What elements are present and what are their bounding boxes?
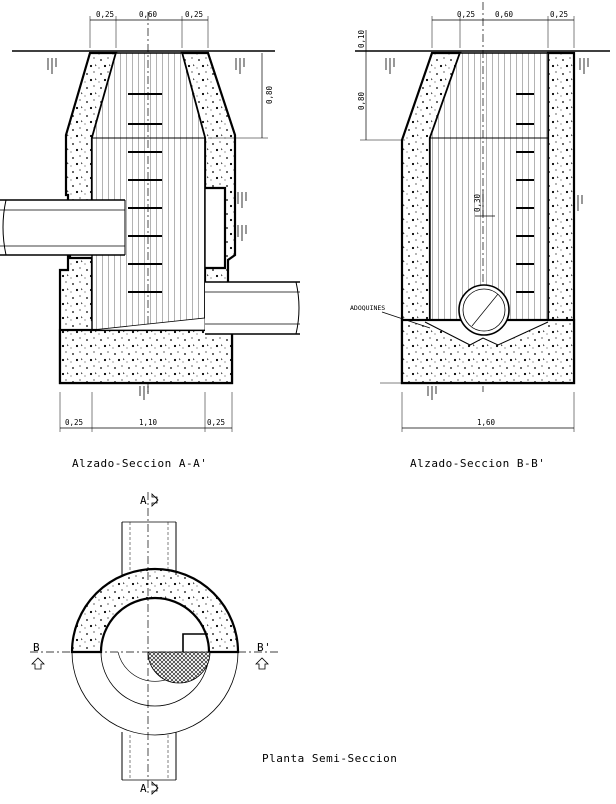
dim-b-top-left: 0,25 <box>457 10 475 19</box>
caption-section-a: Alzado-Seccion A-A' <box>72 457 207 470</box>
section-arrows <box>31 493 269 795</box>
plan-concrete-ring <box>70 567 240 654</box>
dim-lines-bottom <box>59 392 233 432</box>
label-plan-a-top: A <box>140 494 147 507</box>
dim-b-top-mid: 0,60 <box>495 10 514 19</box>
caption-section-b: Alzado-Seccion B-B' <box>410 457 545 470</box>
inlet-pipe <box>0 199 126 256</box>
ladder-rungs-b <box>516 93 534 293</box>
adoquines-leader <box>381 311 431 329</box>
pipe-section <box>458 284 510 336</box>
dim-lines-left-b <box>360 30 430 141</box>
dim-a-bottom-right: 0,25 <box>207 418 225 427</box>
outlet-pipe <box>205 281 305 335</box>
label-plan-b-prime: B' <box>257 641 271 654</box>
dim-a-bottom-mid: 1,10 <box>139 418 158 427</box>
dim-a-bottom-left: 0,25 <box>65 418 83 427</box>
dim-b-left-main: 0,80 <box>357 91 366 110</box>
label-plan-a-bottom: A <box>140 782 147 795</box>
plan-sump <box>147 651 211 684</box>
base-slab <box>58 328 234 385</box>
plan-drawing <box>30 492 280 795</box>
dim-b-bottom: 1,60 <box>477 418 496 427</box>
label-plan-b: B <box>33 641 40 654</box>
soil-marks-b <box>385 58 589 400</box>
dim-lines-top <box>89 16 209 48</box>
label-adoquines: ADOQUINES <box>350 304 385 312</box>
section-b-drawing <box>355 2 610 432</box>
dim-line-bottom-b <box>380 382 575 432</box>
dim-a-top-left: 0,25 <box>96 10 114 19</box>
dim-a-top-right: 0,25 <box>185 10 203 19</box>
dim-a-side: 0,80 <box>265 85 274 104</box>
soil-marks <box>47 58 247 400</box>
ladder-rungs <box>128 93 162 293</box>
dim-b-left-top: 0,10 <box>357 29 366 48</box>
caption-plan: Planta Semi-Seccion <box>262 752 397 765</box>
plan-pipes <box>121 521 177 781</box>
dim-lines-top-b <box>431 16 575 48</box>
dim-b-mid: 0,30 <box>473 193 482 212</box>
dim-a-top-mid: 0,60 <box>139 10 158 19</box>
dim-line-side <box>208 53 268 139</box>
dim-b-top-right: 0,25 <box>550 10 568 19</box>
section-a-drawing <box>0 12 305 432</box>
